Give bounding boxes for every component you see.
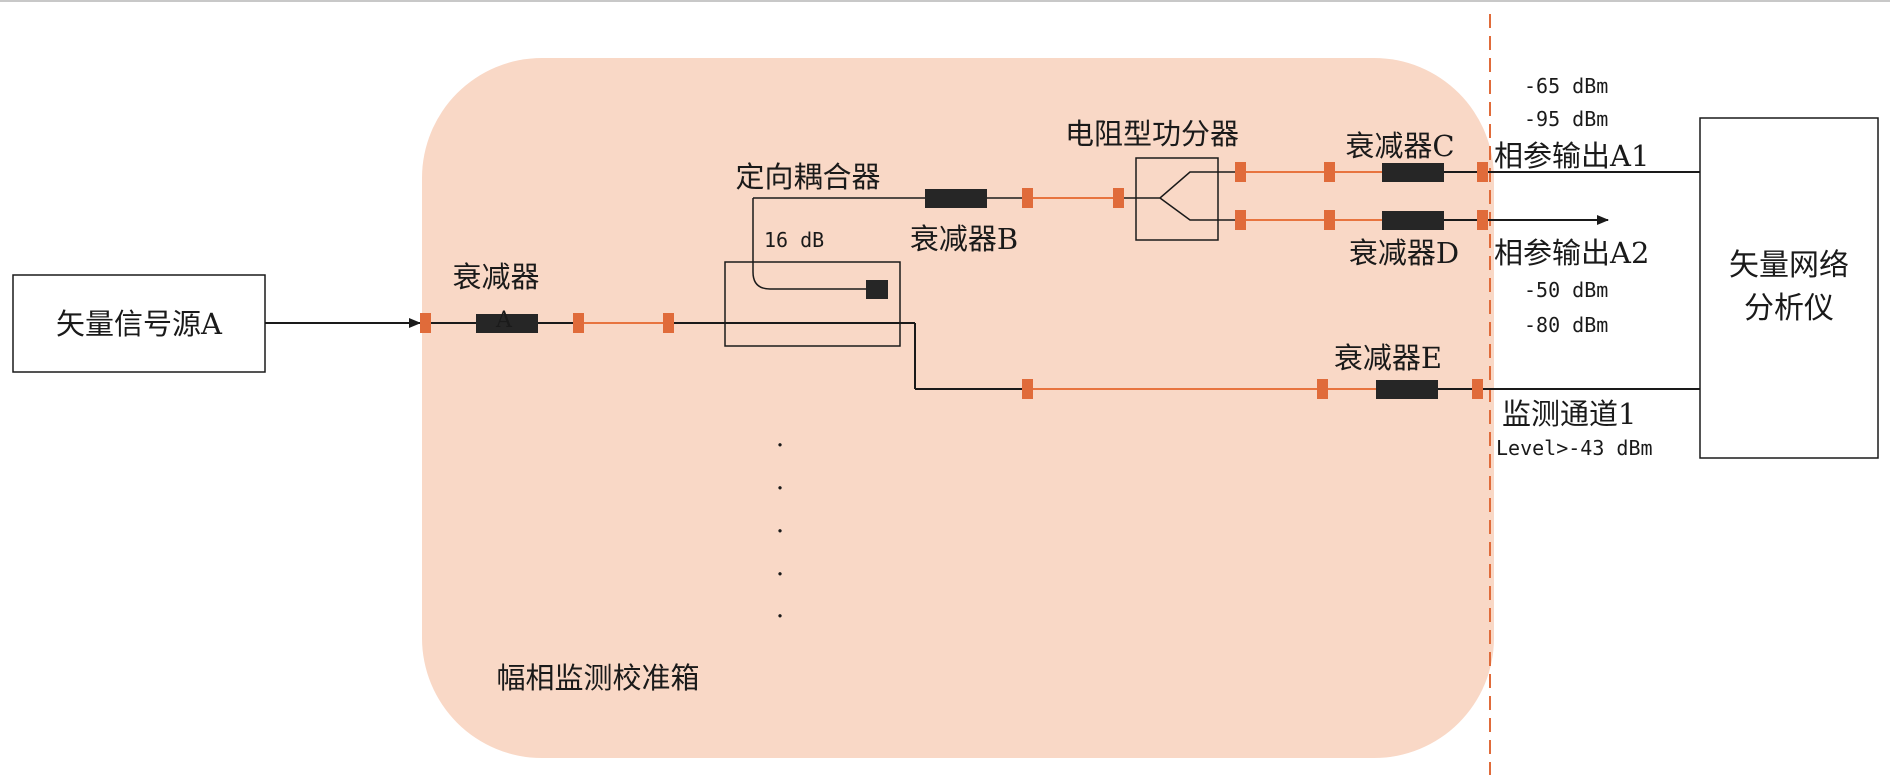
connector [663,313,674,333]
attenuator-d-label: 衰减器D [1349,236,1459,270]
connector [1472,379,1483,399]
connectors [420,162,1488,399]
coupler-termination [866,280,888,299]
connector [1324,210,1335,230]
splitter-label: 电阻型功分器 [1065,117,1239,151]
attenuator-a-label: 衰减器 [452,260,539,294]
connector [1477,162,1488,182]
ellipsis-dot: . [776,466,784,496]
connector [420,313,431,333]
attenuator-b-body [925,189,987,208]
vna-label-line1: 矢量网络 [1729,248,1849,283]
connector [573,313,584,333]
ellipsis-dot: . [776,509,784,539]
connector [1113,188,1124,208]
connector [1022,379,1033,399]
calibration-box [422,58,1494,758]
attenuator-c-label: 衰减器C [1345,129,1454,163]
level-a1-2: -95 dBm [1524,107,1608,131]
ellipsis-dot: . [776,423,784,453]
output-a1-label: 相参输出A1 [1494,139,1649,173]
attenuator-c-body [1382,163,1444,182]
connector [1477,210,1488,230]
attenuator-e-label: 衰减器E [1334,341,1442,375]
ellipsis-dot: . [776,594,784,624]
calibration-box-label: 幅相监测校准箱 [496,661,699,695]
monitor-level: Level>-43 dBm [1496,436,1653,460]
connector [1022,188,1033,208]
coupling-value: 16 dB [764,228,824,252]
signal-source-label: 矢量信号源A [56,307,223,341]
splitter-box [1135,157,1219,241]
vna-box [1699,117,1879,459]
level-a2-1: -50 dBm [1524,278,1608,302]
splitter-symbol [1136,171,1218,221]
connector [1235,210,1246,230]
attenuator-e-body [1376,380,1438,399]
monitor-label: 监测通道1 [1502,397,1636,431]
attenuator-a-body [476,314,538,333]
connector [1317,379,1328,399]
vna-label-line2: 分析仪 [1744,291,1834,326]
connector [1235,162,1246,182]
level-a2-2: -80 dBm [1524,313,1608,337]
signal-source-box [12,274,266,373]
connector [1324,162,1335,182]
attenuator-b-label: 衰减器B [910,222,1018,256]
coupler-box [724,261,901,347]
coupled-path [752,198,868,290]
output-a2-label: 相参输出A2 [1494,236,1649,270]
attenuator-d-body [1382,211,1444,230]
level-a1-1: -65 dBm [1524,74,1608,98]
ellipsis-dot: . [776,552,784,582]
coupler-label: 定向耦合器 [735,160,880,194]
attenuator-a-letter: A [495,308,513,333]
